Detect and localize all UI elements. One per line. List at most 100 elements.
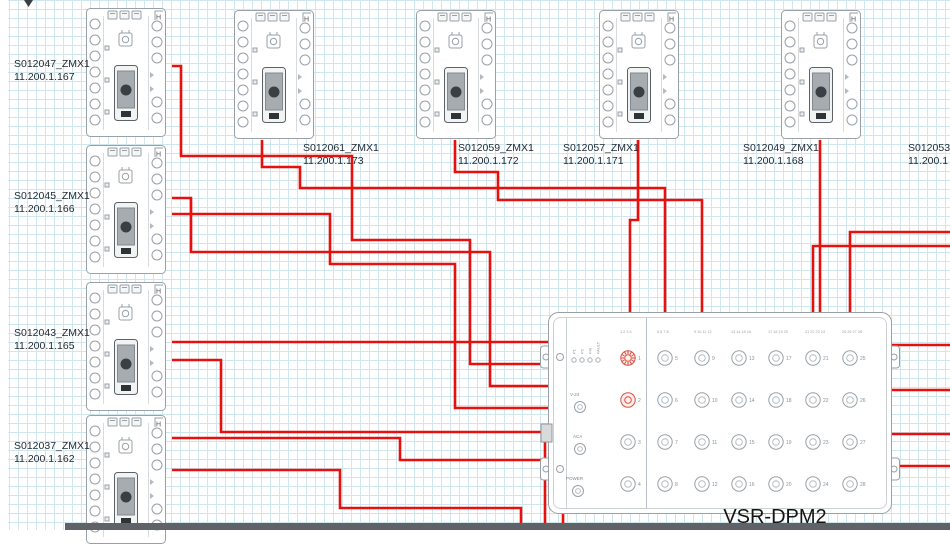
- dpm-port-26[interactable]: 26: [842, 392, 866, 408]
- dpm-port-13[interactable]: 13: [731, 350, 755, 366]
- arrow-mark: [150, 86, 154, 92]
- side-connector: [540, 423, 553, 443]
- h-marker: H: [849, 12, 858, 24]
- svg-text:9 10 11 12: 9 10 11 12: [694, 330, 712, 334]
- dpm-port-24[interactable]: 24: [805, 476, 829, 492]
- svg-text:H: H: [669, 17, 674, 24]
- dpm-port-15[interactable]: 15: [731, 434, 755, 450]
- sensor-icon: [118, 167, 133, 184]
- dpm-port-10[interactable]: 10: [694, 392, 718, 408]
- dpm-port-9[interactable]: 9: [694, 350, 715, 366]
- dpm-port-16[interactable]: 16: [731, 476, 755, 492]
- zmx-device[interactable]: H: [80, 143, 172, 276]
- zmx-device[interactable]: H: [80, 413, 172, 546]
- svg-text:H: H: [156, 15, 161, 22]
- svg-text:1 2 3 4: 1 2 3 4: [620, 330, 632, 334]
- dpm-port-4[interactable]: 4: [620, 476, 641, 492]
- arrow-mark: [298, 88, 302, 94]
- relay-module: [114, 339, 138, 395]
- zmx-device[interactable]: H: [410, 8, 502, 141]
- relay-module: [262, 67, 286, 123]
- relay-module: [114, 202, 138, 258]
- dpm-port-28[interactable]: 28: [842, 476, 866, 492]
- zmx-device[interactable]: H: [228, 8, 320, 141]
- zmx-device[interactable]: H: [80, 6, 172, 139]
- sensor-icon: [631, 32, 646, 49]
- device-name: S012057_ZMX1: [563, 142, 639, 154]
- zmx-device[interactable]: H: [593, 8, 685, 141]
- svg-text:3: 3: [638, 440, 641, 446]
- cable[interactable]: [172, 212, 549, 410]
- dpm-port-27[interactable]: 27: [842, 434, 866, 450]
- dpm-title: VSR-DPM2: [723, 506, 827, 528]
- zmx-device[interactable]: H: [80, 280, 172, 413]
- cable[interactable]: [811, 244, 950, 313]
- svg-text:23: 23: [823, 440, 829, 446]
- svg-text:V-24: V-24: [570, 392, 580, 397]
- cable[interactable]: [172, 64, 549, 366]
- arrow-mark: [150, 346, 154, 352]
- dpm-port-19[interactable]: 19: [768, 434, 792, 450]
- svg-text:25: 25: [860, 356, 866, 362]
- cable[interactable]: [453, 140, 704, 313]
- device-ip: 11.200.1.172: [458, 155, 519, 167]
- cable[interactable]: [172, 436, 565, 530]
- left-ports: [784, 20, 796, 128]
- dpm-port-12[interactable]: 12: [694, 476, 718, 492]
- dpm-port-2[interactable]: 2: [620, 392, 641, 408]
- cable[interactable]: [848, 230, 950, 313]
- arrow-mark: [150, 479, 154, 485]
- dpm-port-18[interactable]: 18: [768, 392, 792, 408]
- dpm-port-20[interactable]: 20: [768, 476, 792, 492]
- port-grid: 1 2 3 4 5 6: [620, 350, 866, 492]
- svg-text:POWER: POWER: [566, 476, 584, 481]
- device-name: S012059_ZMX1: [458, 142, 534, 154]
- svg-text:21 22 23 24: 21 22 23 24: [805, 330, 825, 334]
- dpm-port-6[interactable]: 6: [657, 392, 678, 408]
- dpm-port-14[interactable]: 14: [731, 392, 755, 408]
- svg-text:11: 11: [712, 440, 717, 446]
- svg-text:13: 13: [749, 356, 755, 362]
- sensor-icon: [813, 32, 828, 49]
- dpm-port-5[interactable]: 5: [657, 350, 678, 366]
- bottom-scrollbar[interactable]: [65, 523, 950, 530]
- device-name: S012049_ZMX1: [743, 142, 819, 154]
- dpm-port-23[interactable]: 23: [805, 434, 829, 450]
- h-marker: H: [154, 10, 163, 22]
- sensor-icon: [448, 32, 463, 49]
- left-margin: [0, 0, 8, 530]
- dpm-port-21[interactable]: 21: [805, 350, 829, 366]
- dpm-port-11[interactable]: 11: [694, 434, 718, 450]
- dpm-port-25[interactable]: 25: [842, 350, 866, 366]
- dpm-port-17[interactable]: 17: [768, 350, 792, 366]
- arrow-mark: [150, 493, 154, 499]
- dpm-port-8[interactable]: 8: [657, 476, 678, 492]
- cable[interactable]: [172, 196, 549, 388]
- h-marker: H: [154, 284, 163, 296]
- cable[interactable]: [172, 468, 523, 530]
- dpm-port-1[interactable]: 1: [620, 350, 641, 366]
- arrow-mark: [150, 360, 154, 366]
- zmx-device[interactable]: H: [775, 8, 867, 141]
- cable[interactable]: [260, 140, 667, 313]
- svg-text:25 26 27 28: 25 26 27 28: [842, 330, 862, 334]
- svg-text:9: 9: [712, 356, 715, 362]
- svg-text:H: H: [156, 422, 161, 429]
- dpm-port-22[interactable]: 22: [805, 392, 829, 408]
- terminal-blocks: [437, 12, 472, 22]
- cable[interactable]: [628, 140, 640, 313]
- svg-text:6: 6: [675, 398, 678, 404]
- dpm-port-3[interactable]: 3: [620, 434, 641, 450]
- svg-text:21: 21: [823, 356, 829, 362]
- dpm-port-7[interactable]: 7: [657, 434, 678, 450]
- terminal-blocks: [107, 10, 142, 20]
- h-marker: H: [154, 147, 163, 159]
